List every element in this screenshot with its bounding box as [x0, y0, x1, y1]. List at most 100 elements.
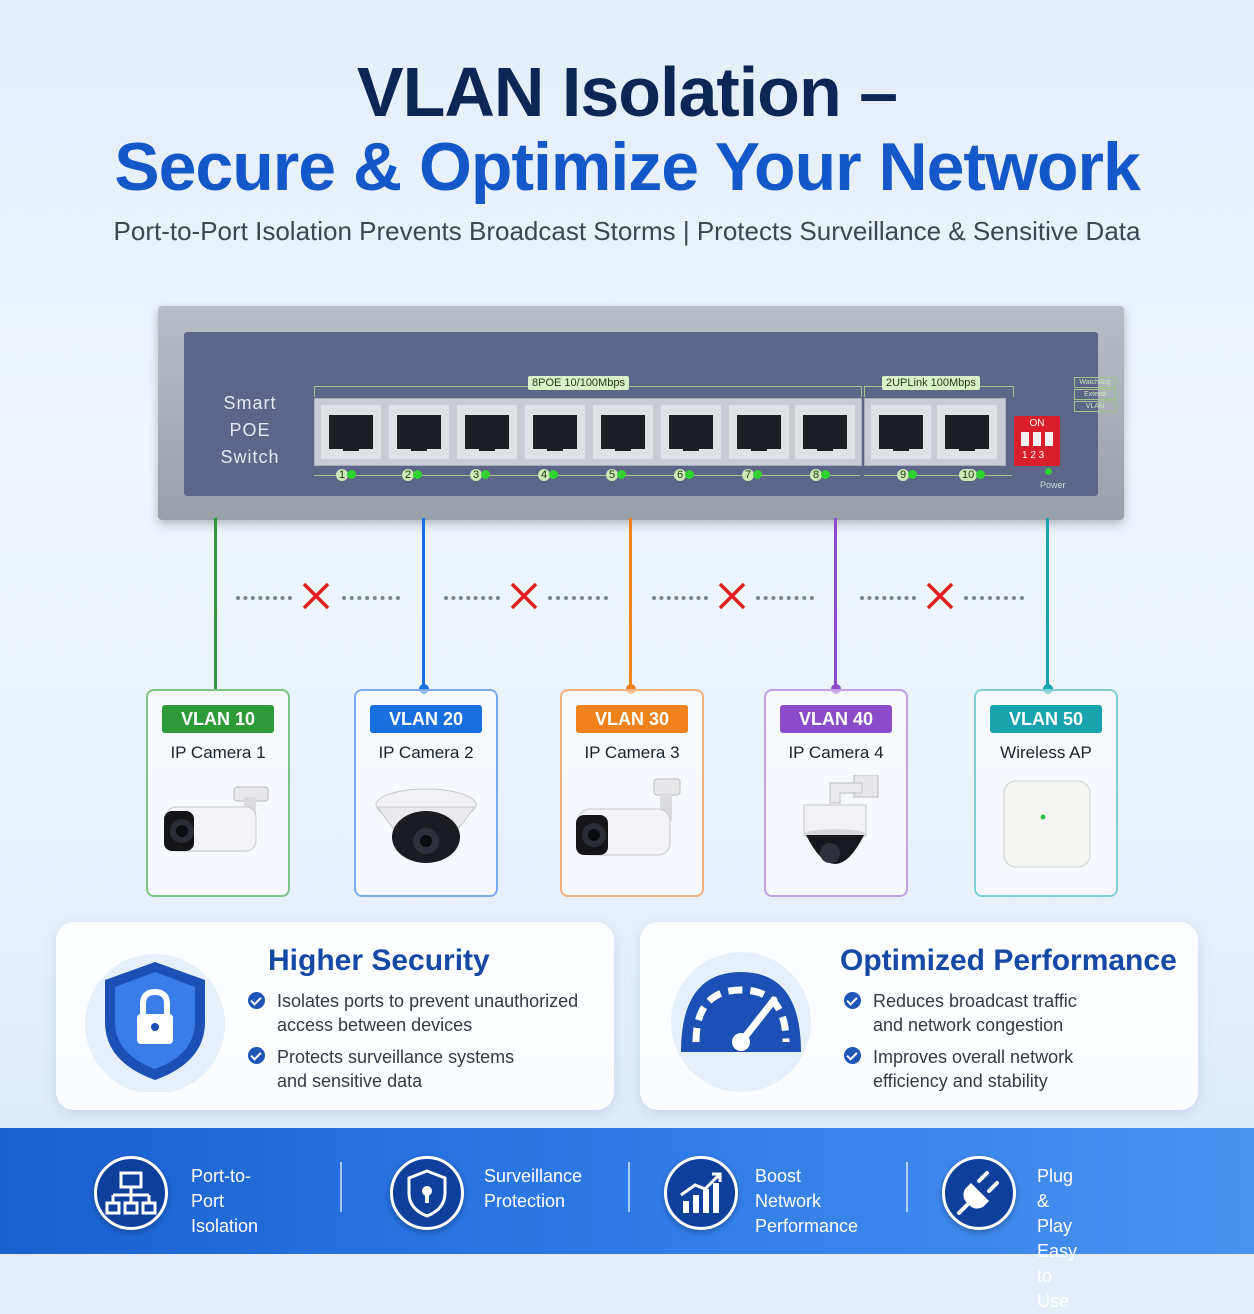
security-bullet-2-line2: and sensitive data: [277, 1071, 423, 1091]
isolation-dots: [964, 596, 1024, 600]
footer-label-line1: Surveillance: [484, 1166, 583, 1186]
footer-divider: [906, 1162, 908, 1212]
speedometer-icon: [671, 952, 811, 1092]
plug-icon: [942, 1156, 1016, 1230]
port-led: [617, 470, 626, 479]
performance-box: Optimized Performance Reduces broadcast …: [640, 922, 1198, 1110]
title-line-1: VLAN Isolation –: [356, 53, 898, 131]
check-icon: [248, 1047, 265, 1064]
footer-label: Port-to-Port Isolation: [191, 1164, 258, 1239]
blocked-x-icon: [718, 582, 746, 610]
uplink-number-line: [864, 475, 1012, 476]
performance-bullet-2: Improves overall network efficiency and …: [873, 1045, 1073, 1093]
footer-label-line2: Easy to Use: [1037, 1241, 1078, 1311]
vlan-tag: VLAN 10: [162, 705, 274, 733]
switch-label-line2: POE Switch: [220, 420, 280, 467]
dip-toggle[interactable]: [1021, 432, 1029, 446]
device-name: IP Camera 4: [788, 743, 884, 762]
port-led: [821, 470, 830, 479]
port-led: [413, 470, 422, 479]
security-box: Higher Security Isolates ports to preven…: [56, 922, 614, 1110]
footer-label-line2: Performance: [755, 1216, 859, 1236]
device-card-vlan50: VLAN 50 Wireless AP: [974, 689, 1118, 897]
uplink-port-block: [864, 398, 1006, 466]
security-bullet-2-line1: Protects surveillance systems: [277, 1047, 515, 1067]
port-number-line: [314, 475, 860, 476]
dip-switch[interactable]: ON 1 2 3: [1014, 416, 1060, 466]
footer-label-line1: Plug & Play: [1037, 1166, 1074, 1236]
device-name: Wireless AP: [1000, 743, 1092, 762]
blocked-x-icon: [926, 582, 954, 610]
link-line-vlan40: [834, 518, 837, 688]
performance-bullet-1-line1: Reduces broadcast traffic: [873, 991, 1077, 1011]
ethernet-port[interactable]: [661, 405, 721, 459]
footer-label-line2: Protection: [484, 1191, 566, 1211]
isolation-dots: [652, 596, 708, 600]
port-led: [753, 470, 762, 479]
security-bullet-1: Isolates ports to prevent unauthorized a…: [277, 989, 578, 1037]
feature-footer: Port-to-Port Isolation Surveillance Prot…: [0, 1128, 1254, 1311]
device-card-vlan40: VLAN 40 IP Camera 4: [764, 689, 908, 897]
footer-label-line1: Port-to-Port: [191, 1166, 252, 1211]
dome-camera-icon: [375, 788, 477, 863]
ethernet-port[interactable]: [389, 405, 449, 459]
security-shield-icon: [85, 954, 225, 1092]
ethernet-port[interactable]: [729, 405, 789, 459]
dip-tag-vlan: VLAN: [1074, 401, 1116, 412]
ethernet-port[interactable]: [457, 405, 517, 459]
dip-tag-watchdog: Watchdog: [1074, 377, 1116, 388]
isolation-dots: [756, 596, 814, 600]
port-led: [347, 470, 356, 479]
uplink-port[interactable]: [871, 405, 931, 459]
dip-numbers: 1 2 3: [1022, 450, 1045, 461]
port-number: 10: [959, 469, 978, 481]
device-name: IP Camera 2: [378, 743, 474, 762]
ethernet-port[interactable]: [525, 405, 585, 459]
link-line-vlan50: [1046, 518, 1049, 688]
check-icon: [844, 992, 861, 1009]
ethernet-port[interactable]: [321, 405, 381, 459]
power-label: Power: [1040, 480, 1066, 490]
link-line-vlan30: [629, 518, 632, 688]
device-card-vlan30: VLAN 30 IP Camera 3: [560, 689, 704, 897]
ethernet-port[interactable]: [795, 405, 855, 459]
bullet-camera-icon: [164, 786, 269, 852]
port-number: 5: [606, 469, 619, 481]
ethernet-port[interactable]: [593, 405, 653, 459]
footer-label-line2: Isolation: [191, 1216, 259, 1236]
port-led: [685, 470, 694, 479]
footer-label: Surveillance Protection: [484, 1164, 582, 1214]
performance-bullet-1-line2: and network congestion: [873, 1015, 1064, 1035]
switch-label-line1: Smart: [223, 393, 277, 413]
isolation-dots: [236, 596, 292, 600]
dip-toggle[interactable]: [1033, 432, 1041, 446]
access-point-icon: [1003, 780, 1091, 868]
shield-lock-icon: [390, 1156, 464, 1230]
footer-divider: [340, 1162, 342, 1212]
poe-switch: Smart POE Switch 8POE 10/100Mbps 2UPLink…: [158, 306, 1124, 520]
dip-tag-extend: Extend: [1074, 389, 1116, 400]
subtitle: Port-to-Port Isolation Prevents Broadcas…: [113, 216, 1141, 246]
dip-toggle[interactable]: [1045, 432, 1053, 446]
port-number: 1: [336, 469, 349, 481]
isolation-dots: [860, 596, 916, 600]
port-number: 3: [470, 469, 483, 481]
port-number: 8: [810, 469, 823, 481]
power-led: [1045, 468, 1052, 475]
blocked-x-icon: [510, 582, 538, 610]
network-topology-icon: [94, 1156, 168, 1230]
performance-title: Optimized Performance: [840, 944, 1177, 977]
device-name: IP Camera 3: [584, 743, 680, 762]
port-number: 4: [538, 469, 551, 481]
performance-bullet-2-line2: efficiency and stability: [873, 1071, 1048, 1091]
ptz-camera-icon: [803, 775, 879, 864]
port-number: 6: [674, 469, 687, 481]
port-number: 9: [897, 469, 910, 481]
footer-label: Plug & Play Easy to Use: [1037, 1164, 1077, 1314]
uplink-port[interactable]: [937, 405, 997, 459]
uplink-label: 2UPLink 100Mbps: [882, 376, 980, 390]
security-bullet-2: Protects surveillance systems and sensit…: [277, 1045, 514, 1093]
link-line-vlan20: [422, 518, 425, 688]
growth-chart-icon: [664, 1156, 738, 1230]
port-led: [908, 470, 917, 479]
